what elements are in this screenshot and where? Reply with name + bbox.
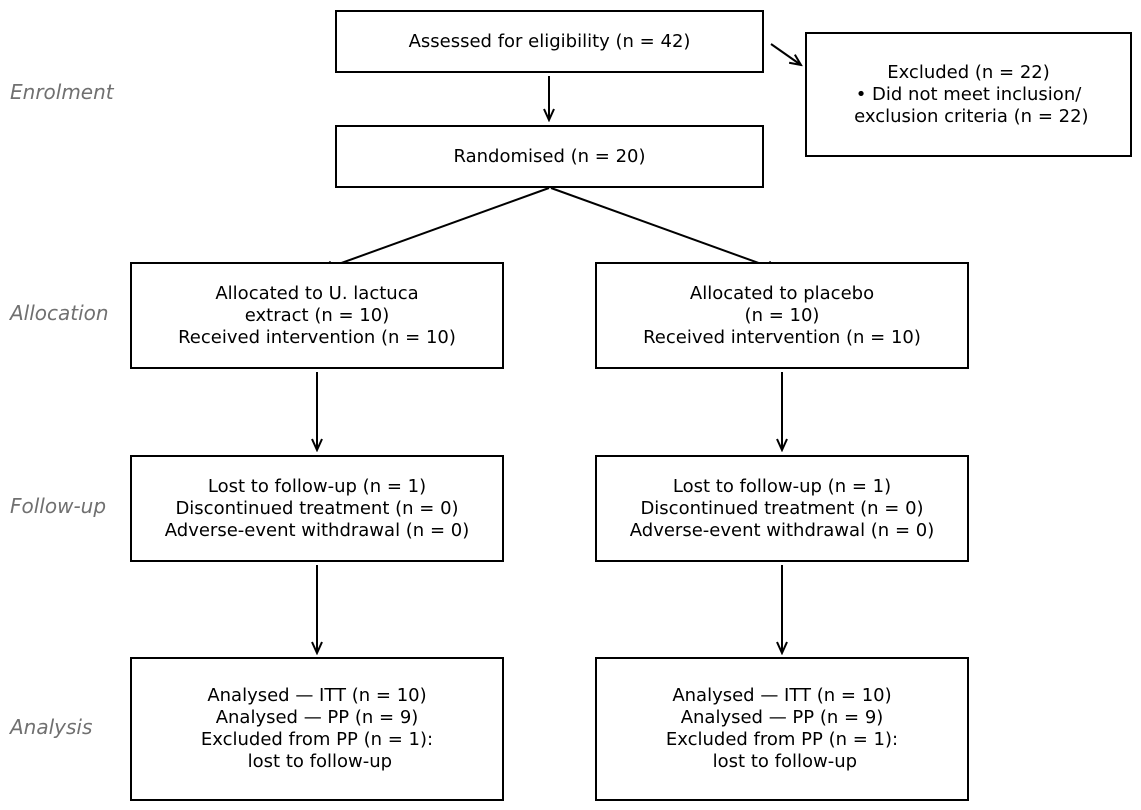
follow-up-right-box: Lost to follow-up (n = 1) Discontinued t… (595, 455, 969, 562)
excluded-box: Excluded (n = 22) • Did not meet inclusi… (805, 32, 1132, 157)
allocation-left-line-2: extract (n = 10) (244, 304, 390, 326)
follow-up-right-line-2: Discontinued treatment (n = 0) (640, 497, 924, 519)
follow-up-left-line-3: Adverse-event withdrawal (n = 0) (164, 519, 470, 541)
follow-up-left-line-1: Lost to follow-up (n = 1) (207, 475, 427, 497)
follow-up-left-line-2: Discontinued treatment (n = 0) (175, 497, 459, 519)
assessed-line-1: Assessed for eligibility (n = 42) (408, 30, 691, 52)
allocation-right-line-2: (n = 10) (744, 304, 820, 326)
stage-label-analysis: Analysis (10, 715, 93, 739)
allocation-right-box: Allocated to placebo (n = 10) Received i… (595, 262, 969, 369)
follow-up-right-line-1: Lost to follow-up (n = 1) (672, 475, 892, 497)
assessed-box: Assessed for eligibility (n = 42) (335, 10, 764, 73)
arrow-randomised-to-alloc-left (322, 187, 550, 270)
allocation-right-line-1: Allocated to placebo (689, 282, 875, 304)
stage-label-follow-up: Follow-up (10, 494, 107, 518)
randomised-line-1: Randomised (n = 20) (453, 145, 646, 167)
follow-up-right-line-3: Adverse-event withdrawal (n = 0) (629, 519, 935, 541)
excluded-line-2: • Did not meet inclusion/ (855, 83, 1082, 105)
follow-up-left-box: Lost to follow-up (n = 1) Discontinued t… (130, 455, 504, 562)
analysis-left-line-4: lost to follow-up (241, 751, 393, 772)
analysis-right-line-4: lost to follow-up (706, 751, 858, 772)
analysis-left-line-3: Excluded from PP (n = 1): (200, 729, 434, 750)
excluded-line-1: Excluded (n = 22) (887, 61, 1050, 83)
excluded-line-3: exclusion criteria (n = 22) (848, 105, 1089, 127)
allocation-left-line-1: Allocated to U. lactuca (215, 282, 419, 304)
analysis-right-box: Analysed — ITT (n = 10) Analysed — PP (n… (595, 657, 969, 801)
analysis-left-box: Analysed — ITT (n = 10) Analysed — PP (n… (130, 657, 504, 801)
analysis-left-line-1: Analysed — ITT (n = 10) (207, 685, 427, 706)
analysis-left-line-2: Analysed — PP (n = 9) (215, 707, 419, 728)
arrow-randomised-to-alloc-right (550, 187, 778, 270)
analysis-right-line-2: Analysed — PP (n = 9) (680, 707, 884, 728)
stage-label-enrolment: Enrolment (10, 80, 114, 104)
analysis-right-line-1: Analysed — ITT (n = 10) (672, 685, 892, 706)
arrow-assessed-to-excluded (770, 43, 801, 65)
stage-label-allocation: Allocation (10, 301, 109, 325)
randomised-box: Randomised (n = 20) (335, 125, 764, 188)
analysis-right-line-3: Excluded from PP (n = 1): (665, 729, 899, 750)
allocation-left-box: Allocated to U. lactuca extract (n = 10)… (130, 262, 504, 369)
allocation-right-line-3: Received intervention (n = 10) (643, 326, 921, 348)
allocation-left-line-3: Received intervention (n = 10) (178, 326, 456, 348)
